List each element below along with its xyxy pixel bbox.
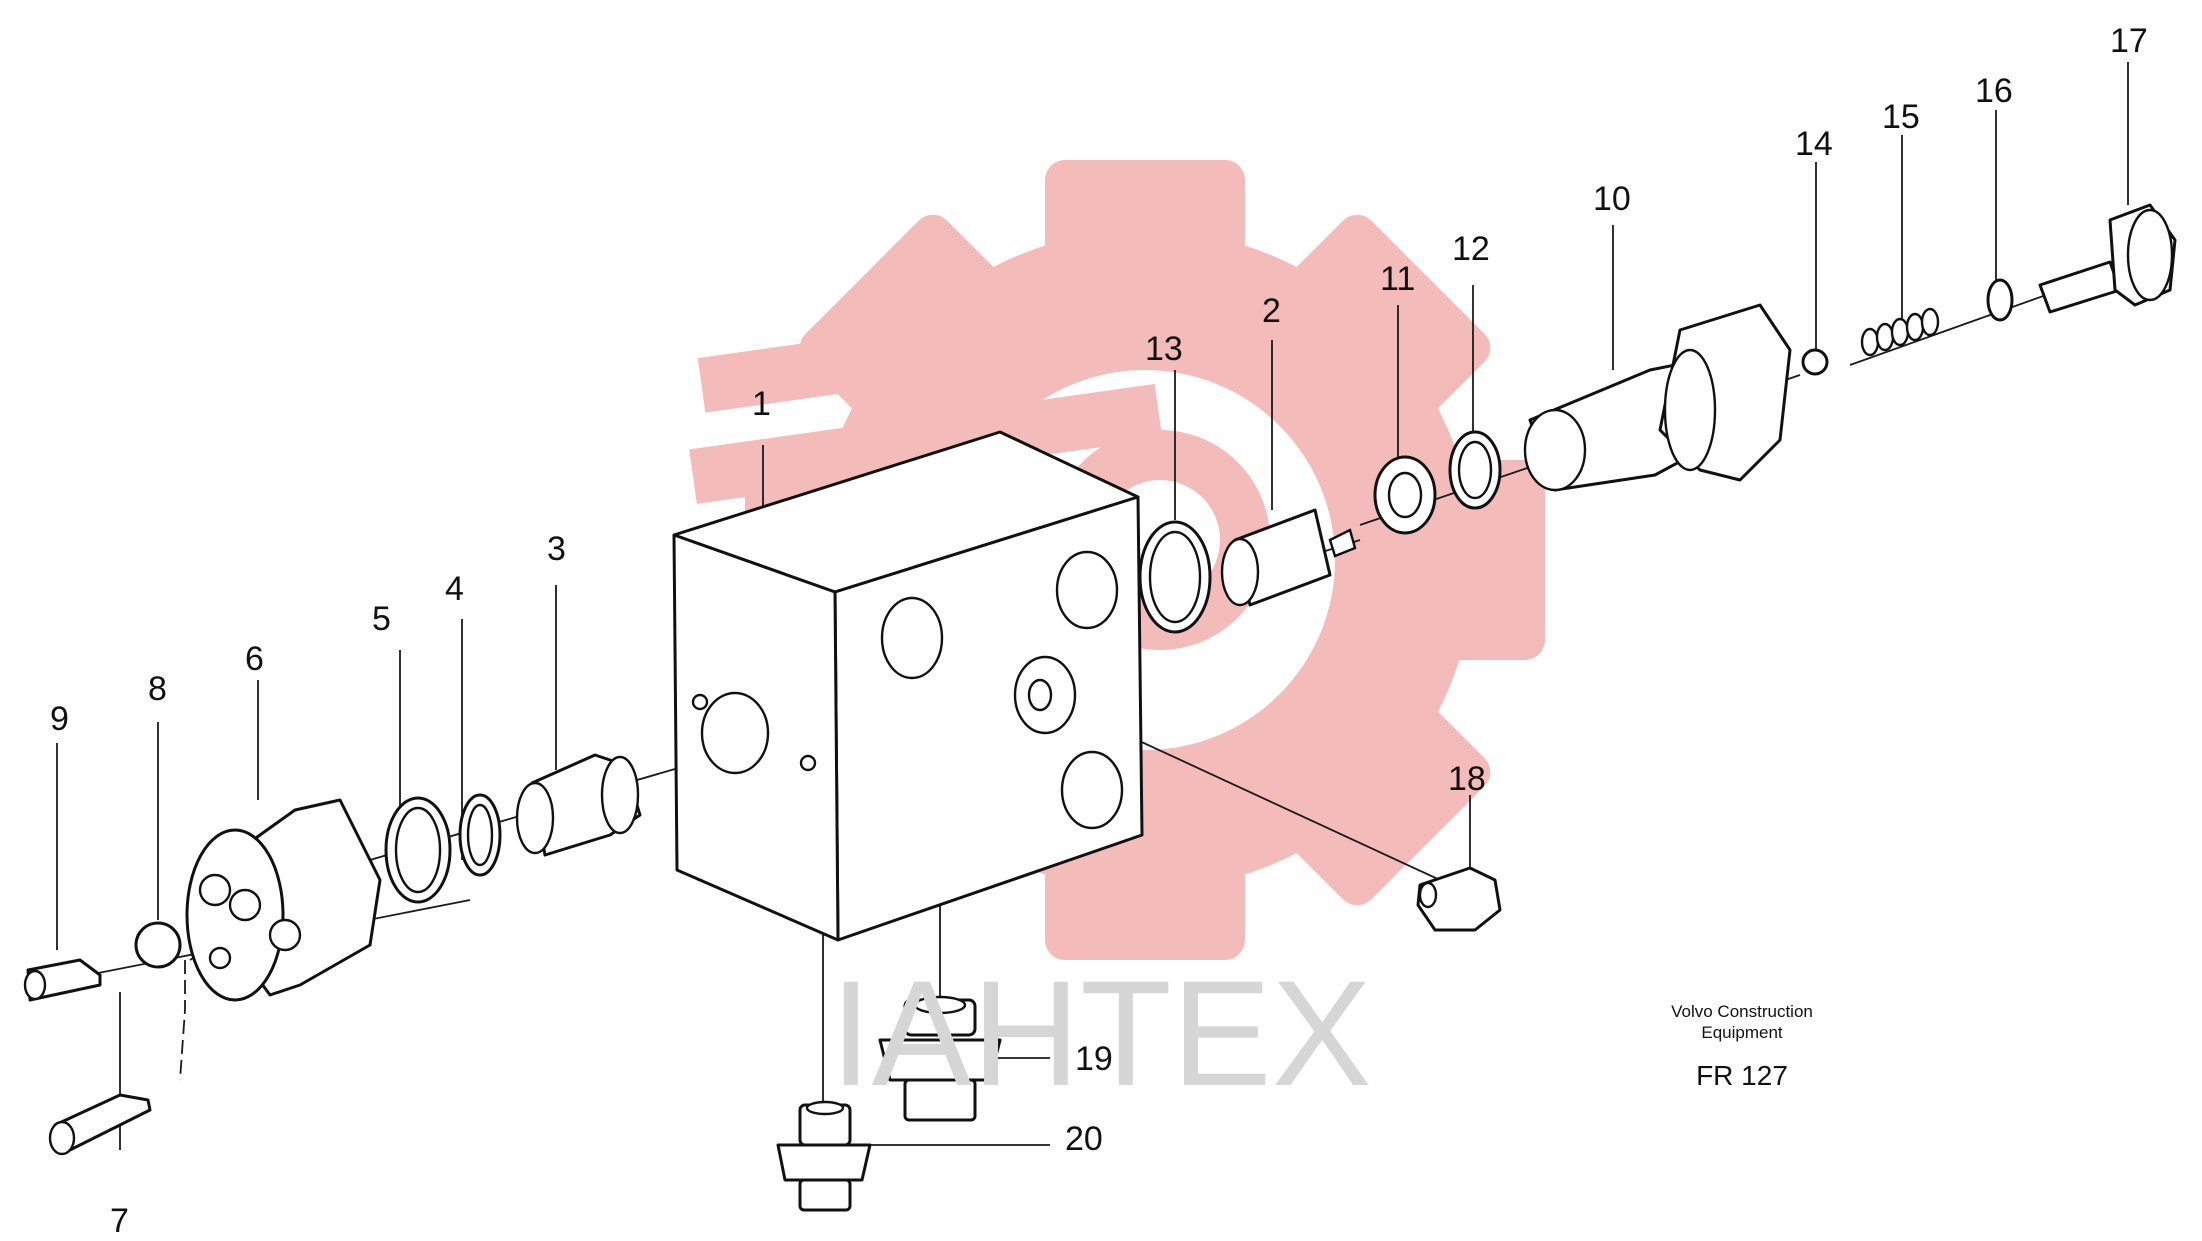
callout-2: 2 (1262, 292, 1281, 330)
caption-line-1: Volvo Construction (1671, 1002, 1813, 1021)
callout-10: 10 (1593, 180, 1631, 218)
callout-20: 20 (1065, 1120, 1103, 1158)
part-17-adjusting-screw (2038, 203, 2177, 314)
part-2-spool (1220, 508, 1357, 607)
part-7-socket-screw (48, 1093, 152, 1156)
callout-1: 1 (752, 385, 771, 423)
callout-15: 15 (1882, 98, 1920, 136)
part-19-fitting (878, 995, 1002, 1122)
callout-13: 13 (1145, 330, 1183, 368)
callout-17: 17 (2110, 22, 2148, 60)
caption-line-2: Equipment (1701, 1023, 1783, 1042)
part-8-washer (134, 921, 182, 969)
part-1-valve-block (672, 430, 1144, 942)
part-6-cover-flange (185, 798, 382, 1002)
part-3-plug (515, 753, 642, 857)
callout-11: 11 (1380, 260, 1415, 298)
callout-19: 19 (1075, 1040, 1113, 1078)
callout-labels: 1 2 3 4 5 6 7 8 9 10 11 12 13 14 15 16 1… (50, 22, 2148, 1240)
watermark-text: IAHTEX (830, 949, 1372, 1117)
callout-12: 12 (1452, 230, 1490, 268)
part-5-seal-inner (394, 806, 442, 894)
callout-5: 5 (372, 600, 391, 638)
callout-8: 8 (148, 670, 167, 708)
part-9-socket-screw (23, 958, 102, 1002)
part-20-fitting (776, 1100, 872, 1212)
part-16-washer (1986, 278, 2014, 322)
caption-code: FR 127 (1696, 1060, 1788, 1091)
callout-4: 4 (445, 570, 464, 608)
part-10-valve-cartridge (1523, 303, 1792, 492)
callout-18: 18 (1448, 760, 1486, 798)
part-11-ring-inner (1387, 471, 1423, 519)
part-15-spring (1860, 307, 1940, 357)
part-12-seal-inner (1457, 440, 1493, 500)
callout-3: 3 (547, 530, 566, 568)
part-13-seal-inner (1148, 530, 1202, 624)
callout-16: 16 (1975, 72, 2013, 110)
callout-6: 6 (245, 640, 264, 678)
diagram-caption: Volvo Construction Equipment FR 127 (1671, 1002, 1813, 1091)
part-18-plug (1416, 866, 1502, 932)
part-4-seal-inner (466, 803, 494, 867)
callout-7: 7 (110, 1202, 129, 1240)
callout-14: 14 (1795, 125, 1833, 163)
callout-9: 9 (50, 700, 69, 738)
part-14-ball (1801, 348, 1829, 376)
